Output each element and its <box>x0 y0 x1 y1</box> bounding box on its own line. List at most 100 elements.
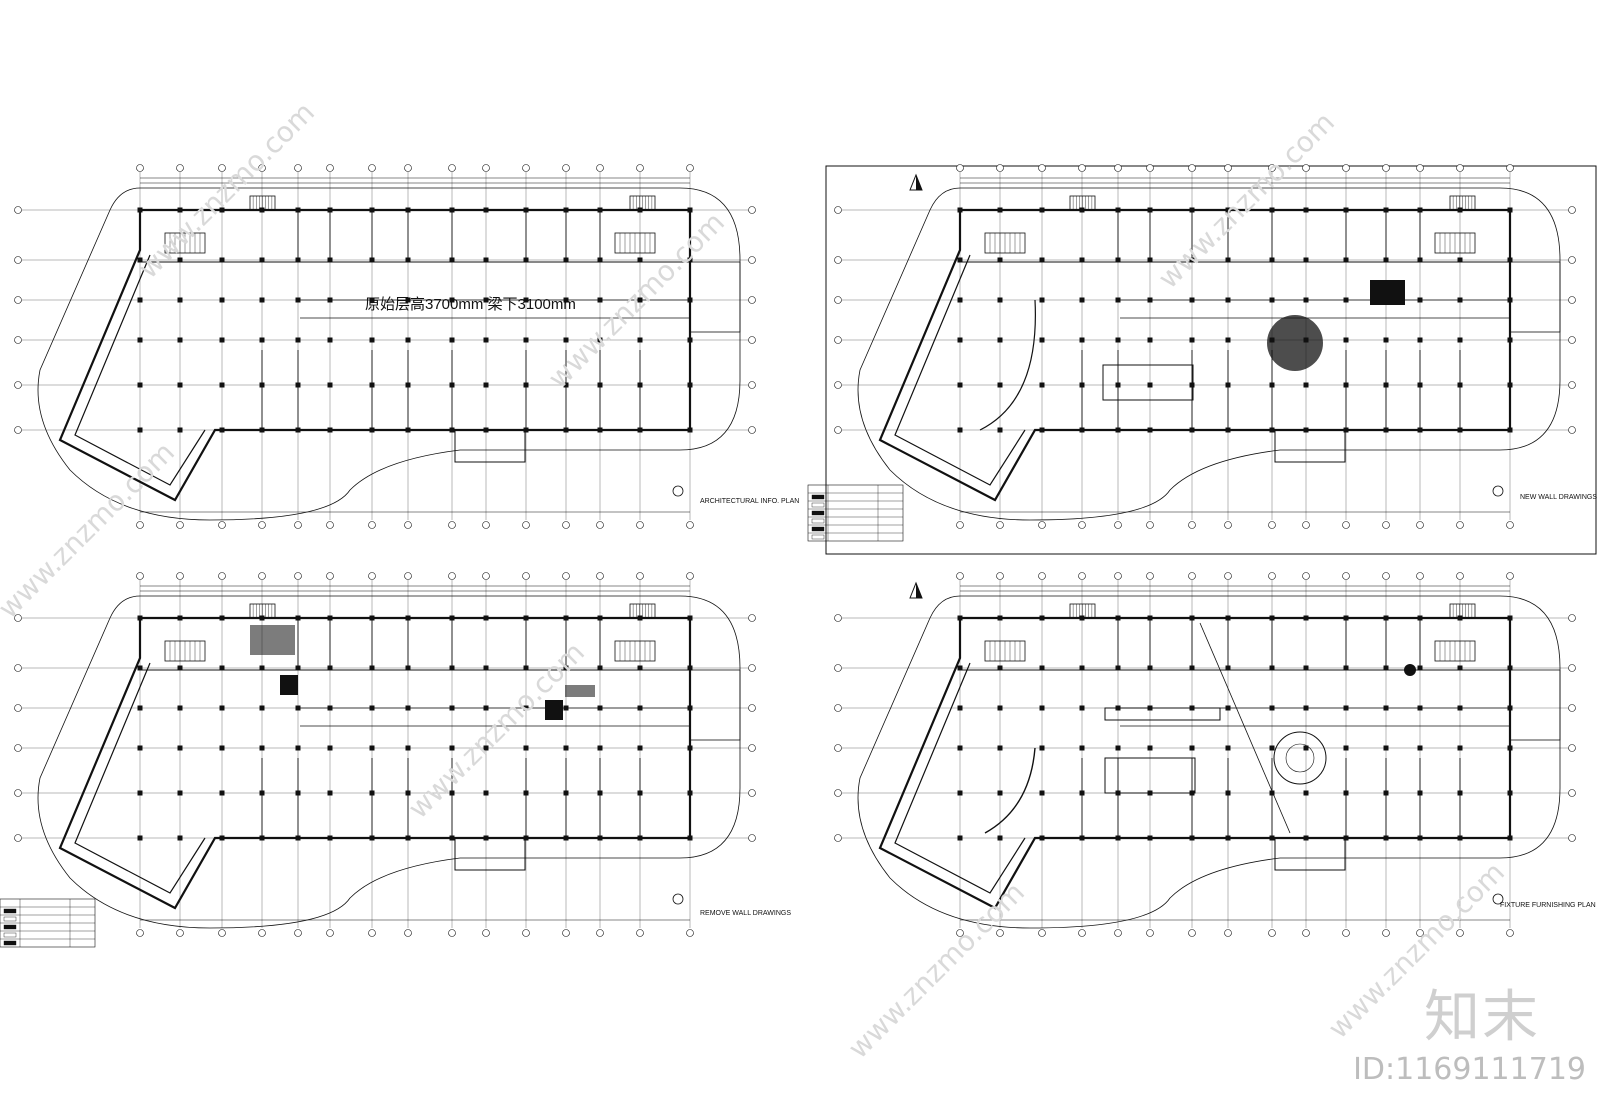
brand-logo-text: 知末 <box>1424 985 1540 1050</box>
axis-bubble <box>636 521 644 529</box>
structural-column <box>219 790 225 796</box>
structural-column <box>1303 745 1309 751</box>
structural-column <box>563 382 569 388</box>
axis-bubble <box>1268 164 1276 172</box>
structural-column <box>1507 835 1513 841</box>
axis-bubble <box>748 336 756 344</box>
structural-column <box>1079 790 1085 796</box>
axis-bubble <box>326 572 334 580</box>
axis-bubble <box>596 164 604 172</box>
structural-column <box>687 790 693 796</box>
axis-bubble <box>1506 929 1514 937</box>
structural-column <box>1457 835 1463 841</box>
new-wall-frame <box>825 165 1597 555</box>
structural-column <box>1079 382 1085 388</box>
axis-bubble <box>258 164 266 172</box>
structural-column <box>369 382 375 388</box>
curved-wall <box>979 299 1036 431</box>
structural-column <box>1115 427 1121 433</box>
structural-column <box>177 745 183 751</box>
structural-column <box>327 297 333 303</box>
structural-column <box>1383 427 1389 433</box>
structural-column <box>295 337 301 343</box>
structural-column <box>1079 257 1085 263</box>
structural-column <box>177 705 183 711</box>
axis-bubble <box>562 929 570 937</box>
axis-bubble <box>14 614 22 622</box>
axis-bubble <box>448 521 456 529</box>
structural-column <box>523 207 529 213</box>
structural-column <box>295 705 301 711</box>
structural-column <box>957 427 963 433</box>
wing-wall <box>894 662 1026 894</box>
structural-column <box>1417 615 1423 621</box>
structural-column <box>637 382 643 388</box>
structural-column <box>637 665 643 671</box>
structural-column <box>1303 297 1309 303</box>
structural-column <box>597 745 603 751</box>
axis-bubble <box>294 164 302 172</box>
axis-bubble <box>1342 572 1350 580</box>
structural-column <box>259 382 265 388</box>
structural-column <box>1039 257 1045 263</box>
axis-bubble <box>258 572 266 580</box>
axis-bubble <box>956 572 964 580</box>
axis-bubble <box>1224 521 1232 529</box>
axis-bubble <box>1568 336 1576 344</box>
structural-column <box>369 790 375 796</box>
structural-column <box>369 427 375 433</box>
structural-column <box>369 207 375 213</box>
legend-swatch <box>811 510 825 516</box>
axis-bubble <box>326 521 334 529</box>
structural-column <box>1039 615 1045 621</box>
structural-column <box>405 337 411 343</box>
structural-column <box>563 790 569 796</box>
axis-bubble <box>176 164 184 172</box>
axis-bubble <box>14 336 22 344</box>
structural-column <box>1457 745 1463 751</box>
structural-column <box>1417 337 1423 343</box>
axis-bubble <box>996 929 1004 937</box>
axis-bubble <box>834 206 842 214</box>
demolition-block <box>545 700 563 720</box>
axis-bubble <box>1224 164 1232 172</box>
structural-column <box>1225 257 1231 263</box>
structural-column <box>1225 207 1231 213</box>
structural-column <box>405 427 411 433</box>
axis-bubble <box>258 929 266 937</box>
axis-bubble <box>1146 164 1154 172</box>
structural-column <box>597 207 603 213</box>
structural-column <box>259 790 265 796</box>
structural-column <box>1269 257 1275 263</box>
structural-column <box>1383 835 1389 841</box>
axis-bubble <box>448 572 456 580</box>
structural-column <box>483 745 489 751</box>
structural-column <box>687 665 693 671</box>
structural-column <box>1269 835 1275 841</box>
structural-column <box>449 297 455 303</box>
structural-column <box>405 207 411 213</box>
axis-bubble <box>482 929 490 937</box>
structural-column <box>1225 705 1231 711</box>
structural-column <box>687 207 693 213</box>
axis-bubble <box>326 929 334 937</box>
structural-column <box>449 745 455 751</box>
structural-column <box>563 257 569 263</box>
structural-column <box>1039 705 1045 711</box>
structural-column <box>1383 257 1389 263</box>
axis-bubble <box>1568 296 1576 304</box>
structural-column <box>405 257 411 263</box>
structural-column <box>637 257 643 263</box>
site-boundary <box>37 595 741 929</box>
structural-column <box>1507 337 1513 343</box>
structural-column <box>997 297 1003 303</box>
structural-column <box>295 207 301 213</box>
axis-bubble <box>218 572 226 580</box>
axis-bubble <box>1268 572 1276 580</box>
structural-column <box>1343 207 1349 213</box>
structural-column <box>523 427 529 433</box>
axis-bubble <box>1456 164 1464 172</box>
axis-bubble <box>482 521 490 529</box>
axis-bubble <box>1456 929 1464 937</box>
structural-column <box>957 665 963 671</box>
